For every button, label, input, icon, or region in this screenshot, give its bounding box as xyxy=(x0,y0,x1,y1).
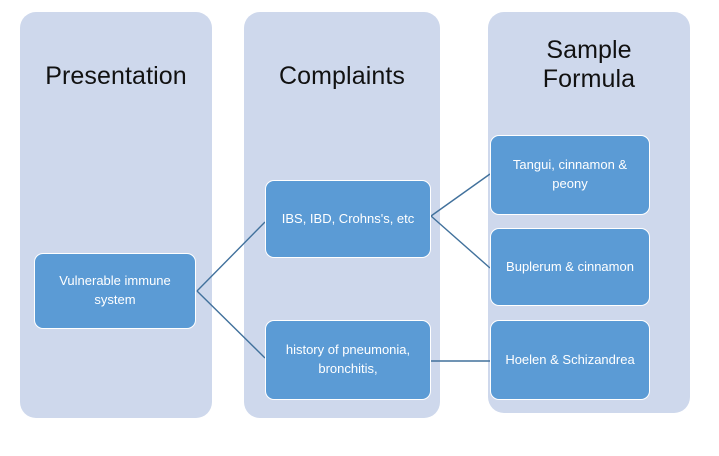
node-history-pneumonia[interactable]: history of pneumonia, bronchitis, xyxy=(265,320,431,400)
node-buplerum-cinnamon[interactable]: Buplerum & cinnamon xyxy=(490,228,650,306)
column-title-complaints: Complaints xyxy=(278,62,406,90)
column-panel-presentation: Presentation xyxy=(20,12,212,418)
node-hoelen-schizandrea[interactable]: Hoelen & Schizandrea xyxy=(490,320,650,400)
node-tangui-cinnamon-peony[interactable]: Tangui, cinnamon & peony xyxy=(490,135,650,215)
node-ibs-ibd-crohns[interactable]: IBS, IBD, Crohns's, etc xyxy=(265,180,431,258)
column-title-presentation: Presentation xyxy=(45,62,187,90)
column-title-sample-formula-line1: Sample xyxy=(546,36,632,64)
node-vulnerable-immune-system[interactable]: Vulnerable immune system xyxy=(34,253,196,329)
column-title-sample-formula: Sample Formula xyxy=(488,36,690,94)
column-title-sample-formula-line2: Formula xyxy=(542,64,636,93)
